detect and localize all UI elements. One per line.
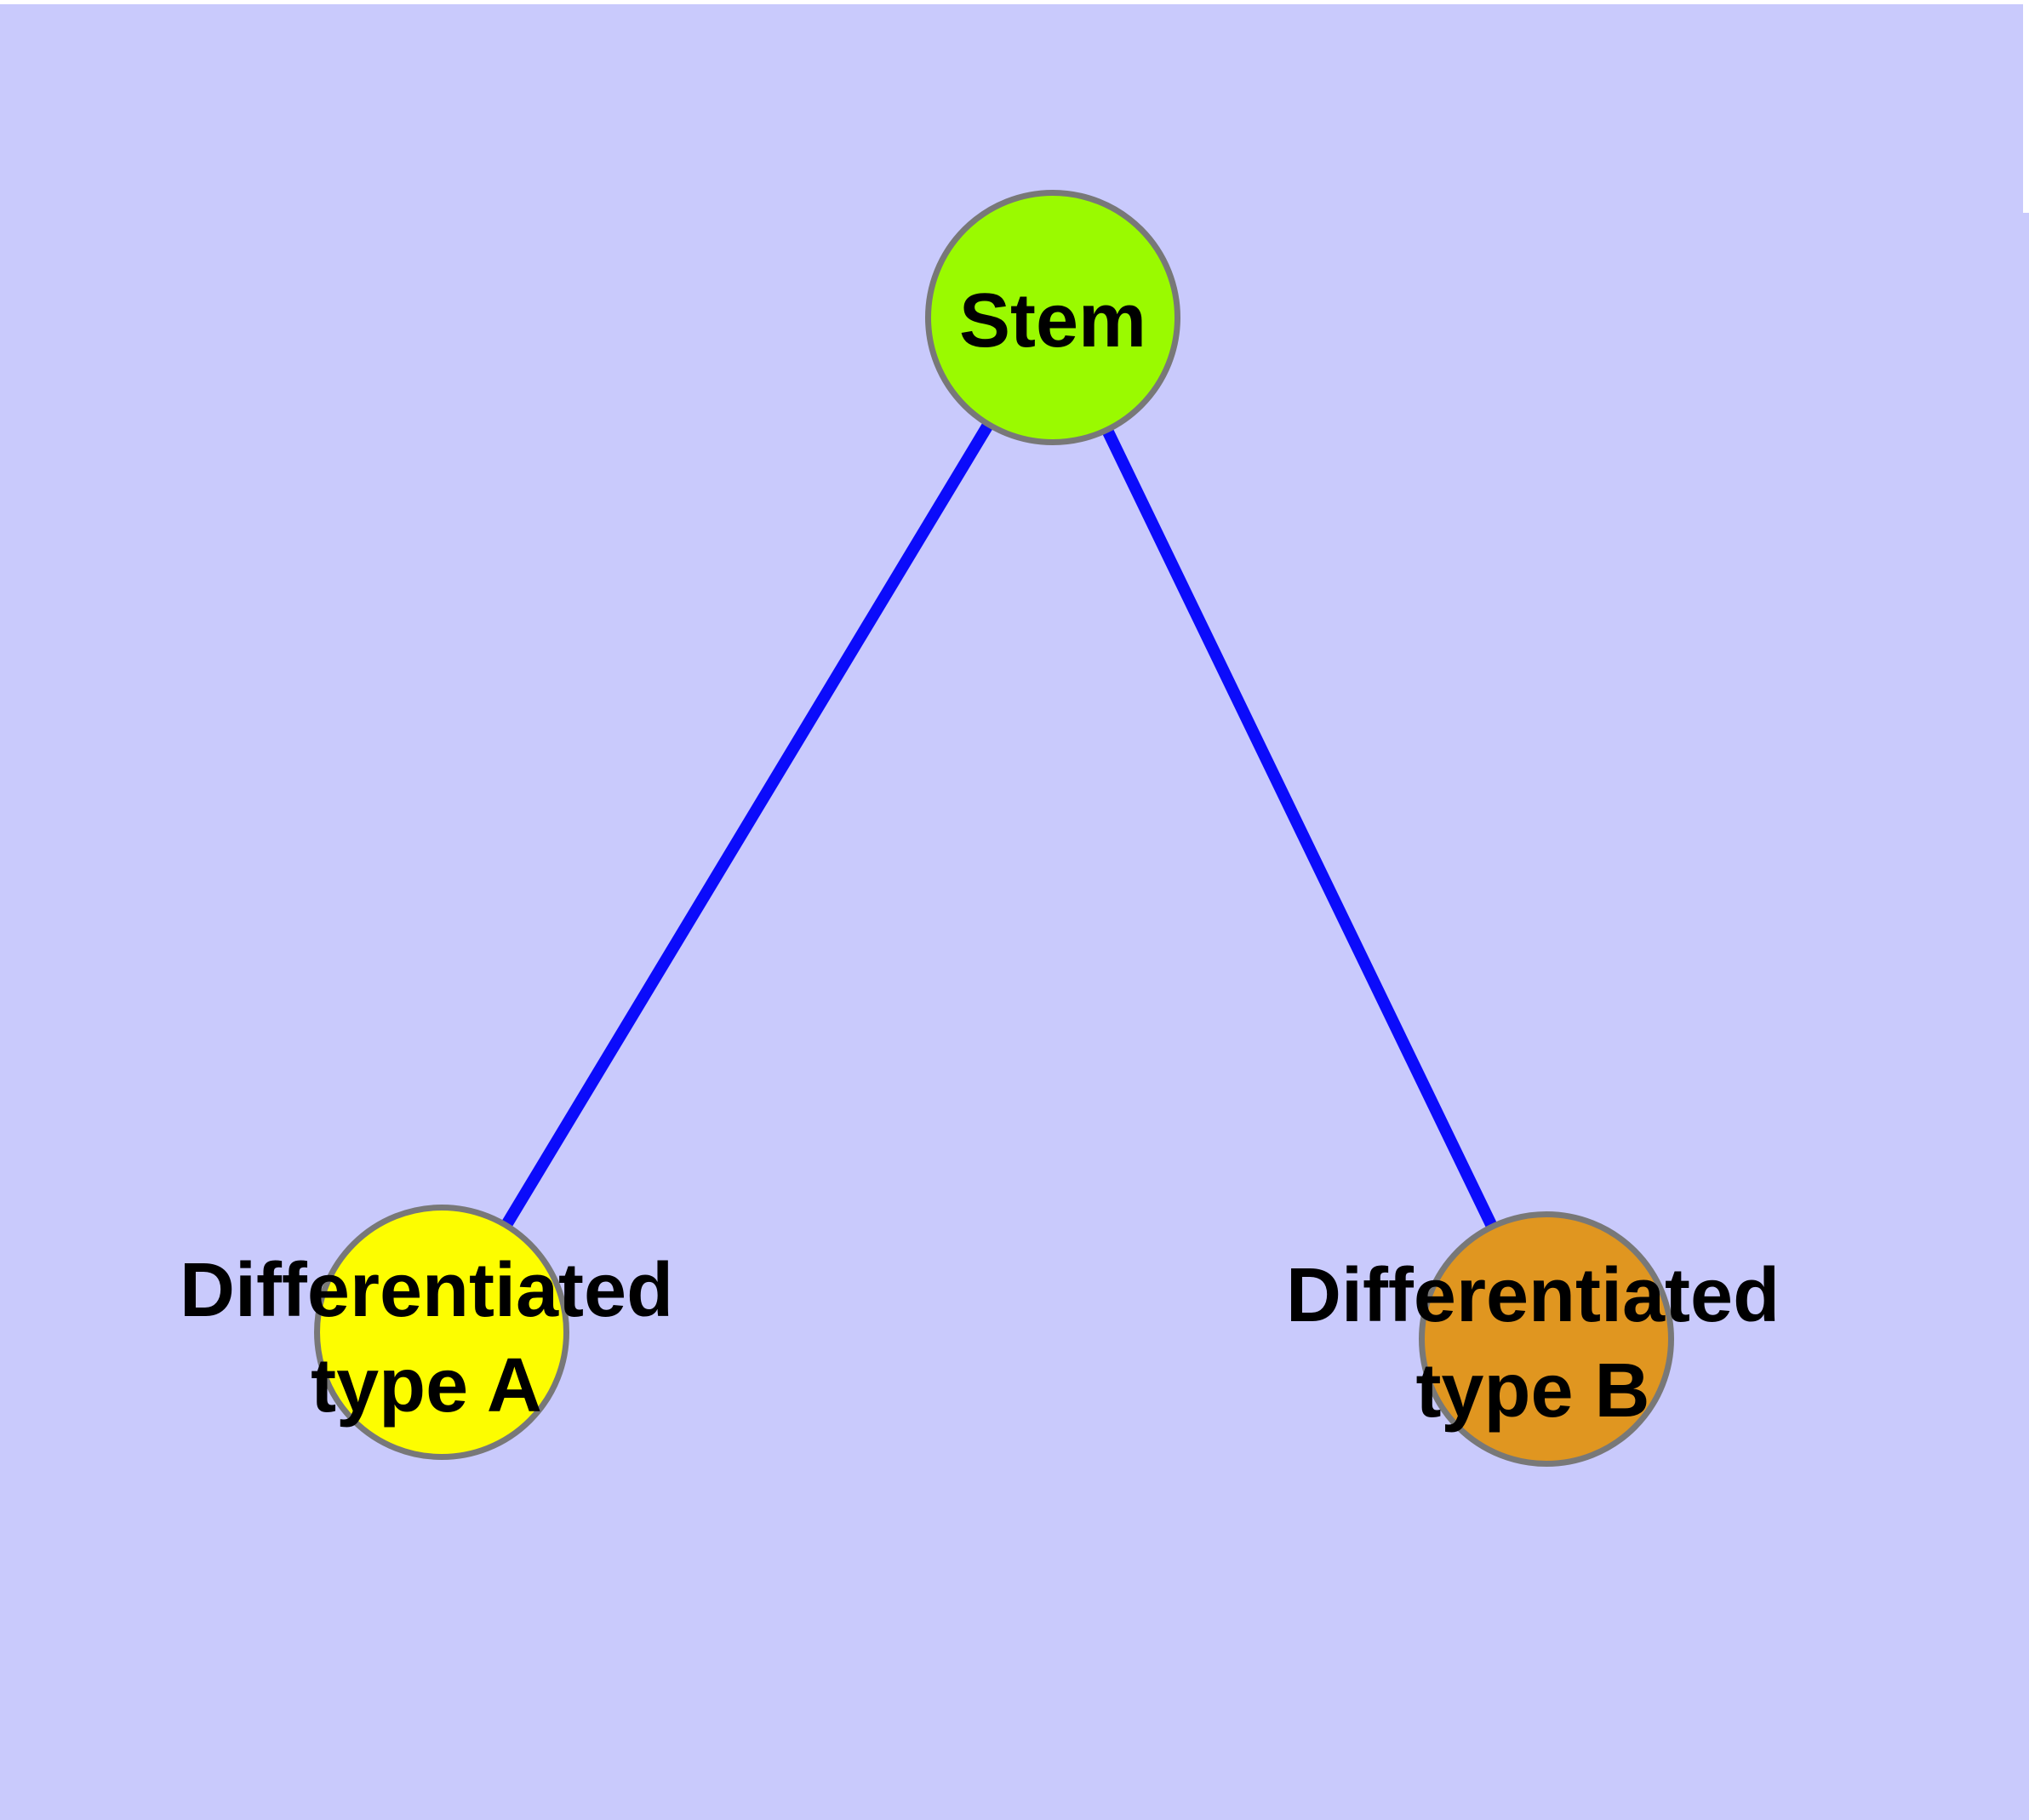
node-type-a-label: Differentiated type A xyxy=(180,1243,673,1434)
edge-stem-to-type-a xyxy=(437,314,1058,1336)
node-differentiated-type-b xyxy=(1419,1211,1674,1467)
label-line: type A xyxy=(311,1343,542,1428)
node-type-b-label: Differentiated type B xyxy=(1286,1248,1780,1439)
label-line: Differentiated xyxy=(179,1248,674,1333)
top-right-margin xyxy=(2023,0,2029,213)
node-stem-label: Stem xyxy=(958,278,1147,363)
edge-stem-to-type-b xyxy=(1047,314,1552,1342)
label-line: Differentiated xyxy=(1285,1253,1780,1338)
node-differentiated-type-a xyxy=(314,1205,569,1460)
node-stem xyxy=(925,190,1180,445)
label-line: type B xyxy=(1415,1348,1650,1434)
